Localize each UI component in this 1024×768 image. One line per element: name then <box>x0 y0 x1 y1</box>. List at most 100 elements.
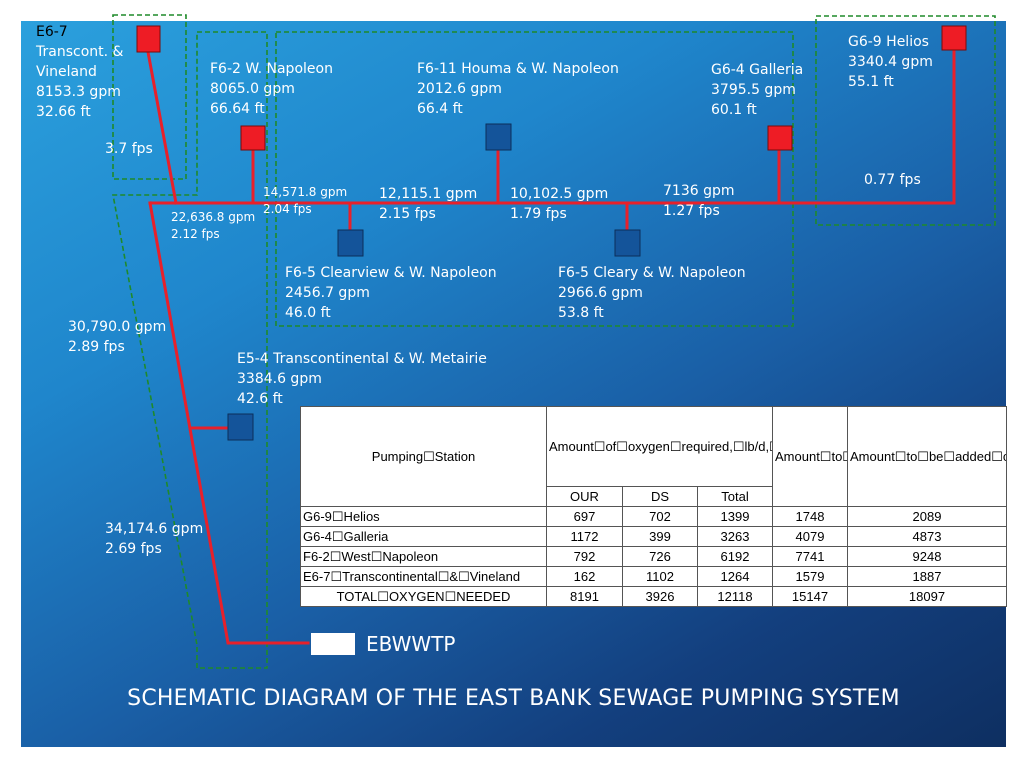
label-line: 42.6 ft <box>237 391 283 407</box>
flow-fps: 2.04 fps <box>263 202 312 216</box>
cell-ds: 3926 <box>622 586 698 607</box>
header-oxygen-required: Amount☐of☐oxygen☐required,☐lb/d,☐to☐sati… <box>546 406 773 487</box>
label-line: 3340.4 gpm <box>848 54 933 70</box>
label-line: 60.1 ft <box>711 102 757 118</box>
boundary-napoleon-group <box>275 31 794 327</box>
cell-station: E6-7☐Transcontinental☐&☐Vineland <box>300 566 547 587</box>
subheader-ds: DS <box>622 486 698 507</box>
label-line: E5-4 Transcontinental & W. Metairie <box>237 351 487 367</box>
cell-station: TOTAL☐OXYGEN☐NEEDED <box>300 586 547 607</box>
cell-total: 3263 <box>697 526 773 547</box>
header-amount-considering: Amount☐to☐be☐added☐considering☐90%☐effic… <box>847 406 1007 507</box>
cell-ds: 726 <box>622 546 698 567</box>
flow-gpm: 7136 gpm <box>663 183 735 199</box>
boundary-trunk <box>112 31 268 669</box>
header-amount-added: Amount☐to☐be☐added,☐lb/d <box>772 406 848 507</box>
cell-considering: 4873 <box>847 526 1007 547</box>
cell-added: 1579 <box>772 566 848 587</box>
pipe-e6-7 <box>146 50 178 205</box>
cell-ds: 399 <box>622 526 698 547</box>
boundary-g6-9 <box>815 15 996 226</box>
label-line: F6-2 W. Napoleon <box>210 61 333 77</box>
flow-segment-14571: 14,571.8 gpm 2.04 fps <box>263 184 347 218</box>
flow-segment-30790: 30,790.0 gpm 2.89 fps <box>68 317 166 357</box>
label-line: 53.8 ft <box>558 305 604 321</box>
flow-fps: 2.12 fps <box>171 227 220 241</box>
flow-gpm: 10,102.5 gpm <box>510 186 609 202</box>
label-line: Transcont. & <box>36 44 124 60</box>
slide-background <box>21 21 1006 747</box>
cell-added: 4079 <box>772 526 848 547</box>
station-e6-7-details: Transcont. & Vineland 8153.3 gpm 32.66 f… <box>36 42 123 122</box>
station-g6-4-label: G6-4 Galleria 3795.5 gpm 60.1 ft <box>711 60 803 120</box>
page-title: SCHEMATIC DIAGRAM OF THE EAST BANK SEWAG… <box>127 686 900 711</box>
flow-gpm: 14,571.8 gpm <box>263 185 348 199</box>
cell-added: 7741 <box>772 546 848 567</box>
station-g6-9-icon <box>941 25 967 51</box>
flow-segment-10102: 10,102.5 gpm 1.79 fps <box>510 184 608 224</box>
station-f6-5-clearview-icon <box>337 229 364 257</box>
label-line: 8065.0 gpm <box>210 81 295 97</box>
label-line: F6-5 Clearview & W. Napoleon <box>285 265 497 281</box>
table-row: F6-2☐West☐Napoleon 792 726 6192 7741 924… <box>300 546 1007 567</box>
flow-e6-7-fps: 3.7 fps <box>105 141 153 157</box>
pipe-main-trunk <box>148 201 310 645</box>
table-header-row: Pumping☐Station Amount☐of☐oxygen☐require… <box>300 406 1007 507</box>
label-line: E6-7 <box>36 24 68 40</box>
station-e5-4-icon <box>227 413 254 441</box>
flow-fps: 2.69 fps <box>105 541 162 557</box>
label-line: 3384.6 gpm <box>237 371 322 387</box>
cell-ds: 702 <box>622 506 698 527</box>
flow-segment-34174: 34,174.6 gpm 2.69 fps <box>105 519 203 559</box>
cell-total: 1399 <box>697 506 773 527</box>
flow-fps: 2.89 fps <box>68 339 125 355</box>
cell-station: F6-2☐West☐Napoleon <box>300 546 547 567</box>
cell-our: 1172 <box>546 526 623 547</box>
station-e5-4-label: E5-4 Transcontinental & W. Metairie 3384… <box>237 349 487 409</box>
station-f6-11-icon <box>485 123 512 151</box>
flow-gpm: 34,174.6 gpm <box>105 521 204 537</box>
station-f6-5-cleary-label: F6-5 Cleary & W. Napoleon 2966.6 gpm 53.… <box>558 263 746 323</box>
cell-station: G6-4☐Galleria <box>300 526 547 547</box>
station-e6-7-label: E6-7 <box>36 22 68 42</box>
flow-gpm: 30,790.0 gpm <box>68 319 167 335</box>
cell-total: 6192 <box>697 546 773 567</box>
label-line: 46.0 ft <box>285 305 331 321</box>
subheader-total: Total <box>697 486 773 507</box>
cell-considering: 9248 <box>847 546 1007 567</box>
cell-our: 162 <box>546 566 623 587</box>
label-line: 2456.7 gpm <box>285 285 370 301</box>
flow-segment-7136: 7136 gpm 1.27 fps <box>663 181 735 221</box>
cell-our: 792 <box>546 546 623 567</box>
boundary-e6-7 <box>112 14 187 180</box>
flow-fps: 2.15 fps <box>379 206 436 222</box>
table-row: G6-9☐Helios 697 702 1399 1748 2089 <box>300 506 1007 527</box>
cell-considering: 18097 <box>847 586 1007 607</box>
cell-our: 8191 <box>546 586 623 607</box>
flow-segment-22636: 22,636.8 gpm 2.12 fps <box>171 209 255 243</box>
station-f6-2-label: F6-2 W. Napoleon 8065.0 gpm 66.64 ft <box>210 59 333 119</box>
station-f6-11-label: F6-11 Houma & W. Napoleon 2012.6 gpm 66.… <box>417 59 619 119</box>
cell-added: 15147 <box>772 586 848 607</box>
label-line: G6-4 Galleria <box>711 62 804 78</box>
label-line: F6-11 Houma & W. Napoleon <box>417 61 619 77</box>
cell-station: G6-9☐Helios <box>300 506 547 527</box>
label-line: 3795.5 gpm <box>711 82 796 98</box>
cell-total: 12118 <box>697 586 773 607</box>
table-subheader-row: OUR DS Total <box>301 486 1007 507</box>
station-g6-4-icon <box>767 125 793 151</box>
label-line: 2012.6 gpm <box>417 81 502 97</box>
flow-fps: 1.79 fps <box>510 206 567 222</box>
label-line: 2966.6 gpm <box>558 285 643 301</box>
cell-added: 1748 <box>772 506 848 527</box>
flow-gpm: 22,636.8 gpm <box>171 210 256 224</box>
label-line: 8153.3 gpm <box>36 84 121 100</box>
label-line: Vineland <box>36 64 97 80</box>
flow-segment-12115: 12,115.1 gpm 2.15 fps <box>379 184 477 224</box>
station-f6-2-icon <box>240 125 266 151</box>
cell-our: 697 <box>546 506 623 527</box>
table-row-total: TOTAL☐OXYGEN☐NEEDED 8191 3926 12118 1514… <box>300 586 1007 607</box>
flow-gpm: 12,115.1 gpm <box>379 186 478 202</box>
cell-considering: 1887 <box>847 566 1007 587</box>
